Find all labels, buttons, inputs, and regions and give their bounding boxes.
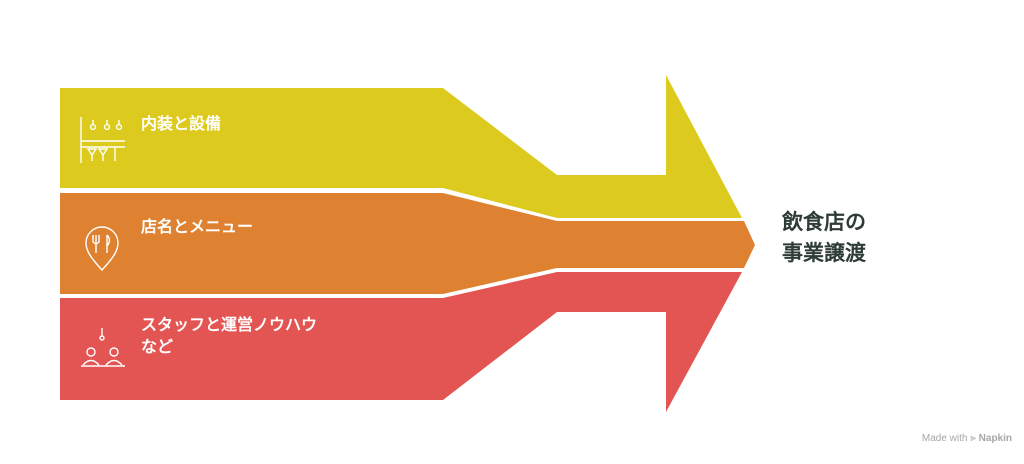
target-title: 飲食店の 事業譲渡 <box>782 207 866 269</box>
footer-brand: Napkin <box>978 433 1012 444</box>
band-name-menu <box>60 193 755 294</box>
made-with-napkin-footer: Made with ⪢ Napkin <box>922 433 1012 444</box>
band-interior <box>60 75 742 218</box>
footer-prefix: Made with <box>921 433 968 444</box>
item-staff-label-line1: スタッフと運営ノウハウ <box>141 315 318 334</box>
napkin-logo-icon: ⪢ <box>970 433 976 444</box>
restaurant-pin-icon <box>85 226 119 272</box>
item-name-menu-label: 店名とメニュー <box>141 217 254 236</box>
target-title-line2: 事業譲渡 <box>782 241 866 265</box>
item-interior-label: 内装と設備 <box>141 114 222 133</box>
target-title-line1: 飲食店の <box>782 210 866 234</box>
staff-meeting-icon <box>81 328 125 367</box>
bar-counter-icon <box>80 117 125 163</box>
item-staff-label-line2: など <box>141 337 174 356</box>
band-staff <box>60 272 742 412</box>
item-staff-label: スタッフと運営ノウハウ など <box>141 314 381 358</box>
